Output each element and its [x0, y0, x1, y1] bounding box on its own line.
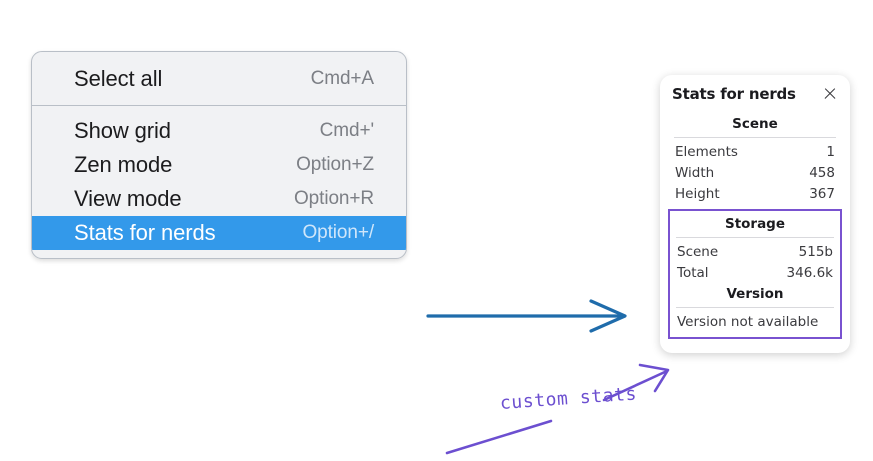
menu-item-shortcut: Cmd+'	[319, 120, 374, 141]
section-heading-version: Version	[726, 286, 784, 302]
context-menu-group-1: Select all Cmd+A	[32, 52, 406, 105]
stat-row-storage-total: Total 346.6k	[674, 262, 836, 283]
custom-stats-annotation-label: custom stats	[499, 383, 638, 414]
stat-label: Scene	[677, 243, 719, 260]
menu-item-label: Show grid	[74, 118, 171, 143]
stat-label: Elements	[675, 143, 738, 160]
version-note: Version not available	[677, 314, 819, 330]
menu-item-label: View mode	[74, 186, 182, 211]
stats-for-nerds-panel[interactable]: Stats for nerds Scene Elements 1 Width 4…	[660, 75, 850, 353]
close-icon[interactable]	[822, 86, 838, 102]
stats-section-storage: Storage Scene 515b Total 346.6k	[674, 213, 836, 283]
stats-panel-header: Stats for nerds	[672, 85, 838, 103]
menu-item-show-grid[interactable]: Show grid Cmd+'	[32, 114, 406, 148]
stats-panel-title: Stats for nerds	[672, 85, 796, 103]
section-heading-scene: Scene	[732, 116, 778, 132]
stats-section-scene: Scene Elements 1 Width 458 Height 367	[672, 113, 838, 204]
stat-row-height: Height 367	[672, 183, 838, 204]
menu-item-shortcut: Option+Z	[296, 154, 374, 175]
stat-value: 515b	[798, 243, 833, 260]
context-menu-group-2: Show grid Cmd+' Zen mode Option+Z View m…	[32, 106, 406, 258]
section-rule	[676, 307, 834, 308]
menu-item-zen-mode[interactable]: Zen mode Option+Z	[32, 148, 406, 182]
stat-value: 346.6k	[786, 264, 833, 281]
menu-item-shortcut: Option+R	[294, 188, 374, 209]
menu-item-stats-for-nerds[interactable]: Stats for nerds Option+/	[32, 216, 406, 250]
purple-arrow-annotation	[602, 363, 670, 402]
stat-label: Height	[675, 185, 720, 202]
menu-item-label: Stats for nerds	[74, 220, 216, 245]
menu-item-view-mode[interactable]: View mode Option+R	[32, 182, 406, 216]
menu-divider	[32, 105, 406, 106]
stat-row-elements: Elements 1	[672, 141, 838, 162]
stat-value: 1	[826, 143, 835, 160]
section-heading-storage: Storage	[724, 216, 786, 232]
section-rule	[676, 237, 834, 238]
menu-item-label: Select all	[74, 66, 163, 91]
context-menu[interactable]: Select all Cmd+A Show grid Cmd+' Zen mod…	[31, 51, 407, 259]
stat-row-storage-scene: Scene 515b	[674, 241, 836, 262]
stat-label: Total	[677, 264, 709, 281]
stat-value: 367	[809, 185, 835, 202]
menu-item-select-all[interactable]: Select all Cmd+A	[32, 62, 406, 96]
purple-underline-annotation	[445, 419, 553, 455]
stat-row-width: Width 458	[672, 162, 838, 183]
section-rule	[674, 137, 836, 138]
stat-value: 458	[809, 164, 835, 181]
stat-label: Width	[675, 164, 715, 181]
custom-stats-highlight-box: Storage Scene 515b Total 346.6k Version …	[668, 209, 842, 339]
menu-item-shortcut: Option+/	[302, 222, 374, 243]
menu-item-shortcut: Cmd+A	[310, 68, 374, 89]
stats-section-version: Version Version not available	[674, 283, 836, 333]
menu-item-label: Zen mode	[74, 152, 173, 177]
blue-arrow-annotation	[426, 299, 627, 333]
